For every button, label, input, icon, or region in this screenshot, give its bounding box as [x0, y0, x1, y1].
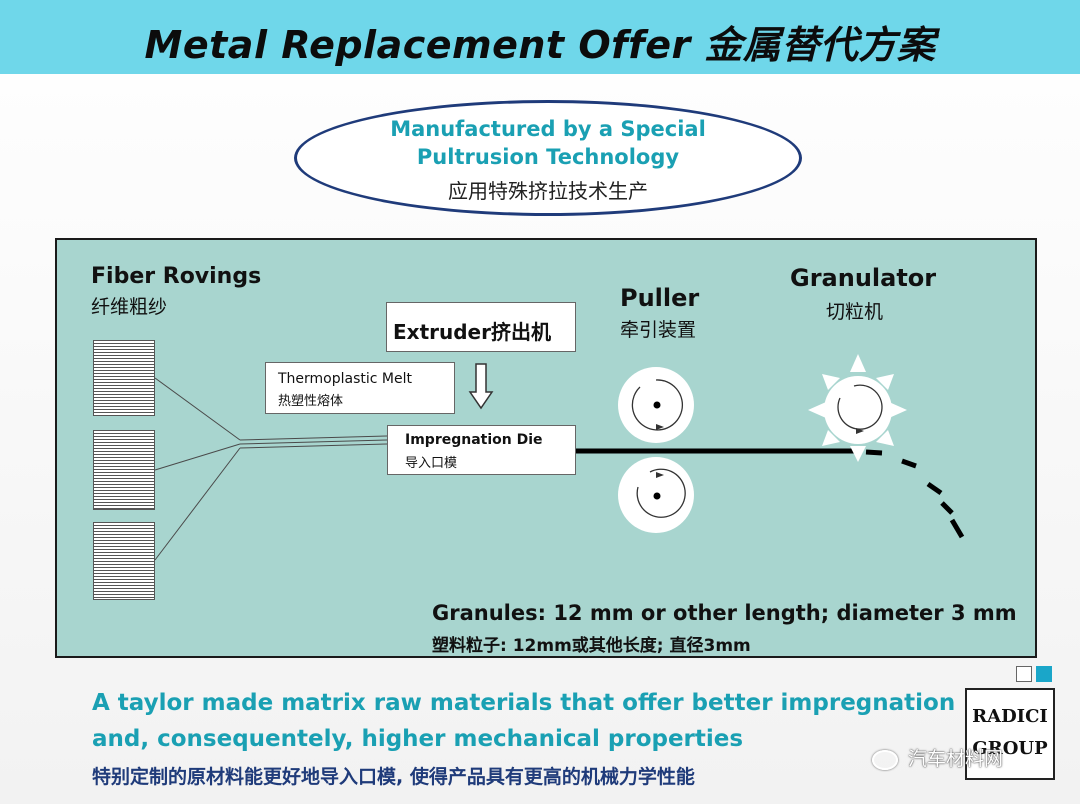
granulator-label: Granulator: [790, 264, 937, 292]
roving-bundle-1: [93, 340, 155, 416]
footer-line-2: and, consequentely, higher mechanical pr…: [92, 726, 744, 752]
impregnation-die-label-zh: 导入口模: [405, 456, 458, 471]
thermoplastic-melt-label: Thermoplastic Melt: [278, 371, 412, 387]
roving-bundle-3: [93, 522, 155, 600]
puller-label: Puller: [620, 284, 700, 312]
fiber-rovings-label-zh: 纤维粗纱: [91, 296, 168, 318]
extruder-box: [386, 302, 576, 352]
chat-bubble-icon: [872, 749, 898, 770]
thermoplastic-melt-box: [265, 362, 455, 414]
watermark: 汽车材料网: [872, 744, 1003, 771]
slide-marker-square-filled: [1036, 666, 1052, 682]
puller-roller-top-icon: [618, 367, 694, 443]
extruder-label: Extruder挤出机: [393, 320, 551, 344]
granulator-cutter-icon: [808, 354, 907, 462]
cut-granules: [865, 449, 965, 539]
page-title: Metal Replacement Offer 金属替代方案: [144, 23, 936, 67]
fiber-rovings-label: Fiber Rovings: [91, 264, 262, 289]
title-bar: [0, 0, 1080, 74]
granules-spec-label-zh: 塑料粒子: 12mm或其他长度; 直径3mm: [432, 636, 751, 656]
callout-line-3: 应用特殊挤拉技术生产: [448, 179, 648, 203]
roving-bundle-2: [93, 430, 155, 510]
puller-roller-bottom-icon: [618, 457, 694, 533]
puller-label-zh: 牵引装置: [620, 319, 697, 341]
footer-line-1: A taylor made matrix raw materials that …: [92, 690, 956, 716]
granulator-label-zh: 切粒机: [826, 301, 884, 323]
callout-line-1: Manufactured by a Special: [390, 117, 706, 141]
footer-line-3: 特别定制的原材料能更好地导入口模, 使得产品具有更高的机械力学性能: [92, 766, 695, 788]
granules-spec-label: Granules: 12 mm or other length; diamete…: [432, 601, 1017, 625]
impregnation-die-label: Impregnation Die: [405, 432, 543, 448]
technology-callout-oval: [294, 100, 802, 216]
slide-marker-square-outline: [1016, 666, 1032, 682]
impregnation-die-box: [387, 425, 576, 475]
radici-group-logo: RADICI GROUP: [965, 688, 1055, 780]
melt-flow-arrow-icon: [468, 363, 494, 410]
thermoplastic-melt-label-zh: 热塑性熔体: [278, 394, 344, 409]
fiber-lines: [154, 377, 388, 561]
callout-line-2: Pultrusion Technology: [416, 145, 680, 169]
watermark-text: 汽车材料网: [908, 748, 1004, 770]
